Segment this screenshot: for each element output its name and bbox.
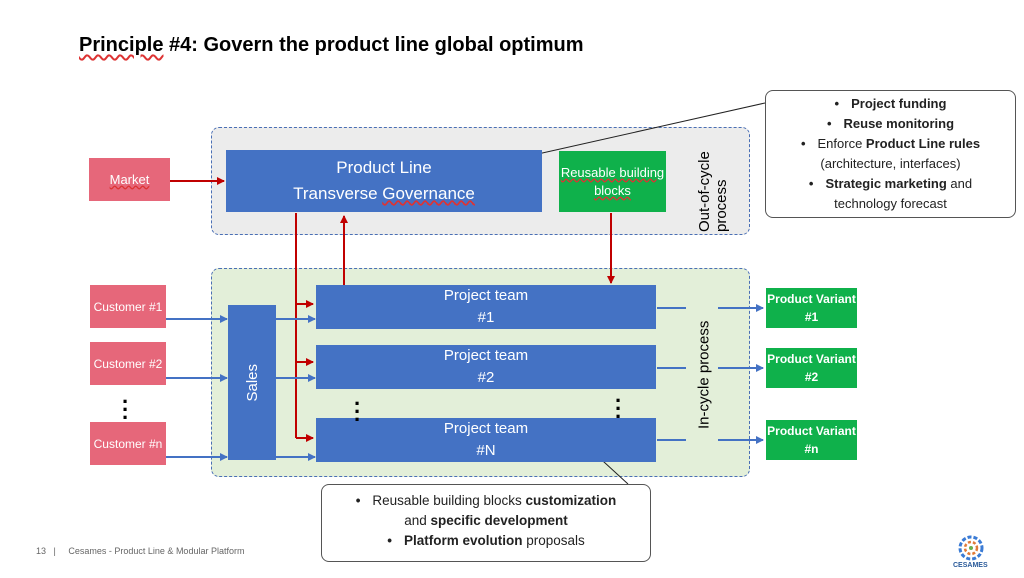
customer-1-box: Customer #1	[90, 285, 166, 328]
product-variant-2-box: Product Variant #2	[766, 348, 857, 388]
team-ellipsis-left: ...	[354, 385, 361, 426]
callout-governance-roles: Project funding Reuse monitoring Enforce…	[765, 90, 1016, 218]
customer-n-box: Customer #n	[90, 422, 166, 465]
slide-footer: 13 | Cesames - Product Line & Modular Pl…	[36, 546, 245, 556]
governance-box: Product Line Transverse Governance	[226, 150, 542, 212]
title-rest: #4: Govern the product line global optim…	[163, 34, 584, 56]
logo-text: CESAMES	[953, 562, 988, 569]
governance-line2b: Governance	[382, 184, 475, 203]
page-number: 13	[36, 546, 47, 556]
callout-project-team-roles: Reusable building blocks customization a…	[321, 484, 651, 562]
product-variant-n-box: Product Variant #n	[766, 420, 857, 460]
market-box: Market	[89, 158, 170, 201]
callout-top-pointer	[519, 102, 766, 161]
cesames-logo-icon	[958, 535, 984, 561]
title-prefix: Principle	[79, 34, 164, 56]
governance-line1: Product Line	[336, 158, 432, 177]
governance-line2a: Transverse	[293, 184, 383, 203]
out-of-cycle-label: Out-of-cycle process	[696, 151, 730, 232]
customer-ellipsis: ...	[122, 383, 129, 424]
sales-box: Sales	[228, 305, 276, 460]
page-title: Principle #4: Govern the product line gl…	[79, 34, 584, 57]
project-team-1-box: Project team #1	[316, 285, 656, 329]
in-cycle-label: In-cycle process	[695, 320, 713, 430]
project-team-2-box: Project team #2	[316, 345, 656, 389]
project-team-n-box: Project team #N	[316, 418, 656, 462]
customer-2-box: Customer #2	[90, 342, 166, 385]
team-ellipsis-right: ...	[615, 382, 622, 423]
reusable-blocks-box: Reusable building blocks	[559, 151, 666, 212]
product-variant-1-box: Product Variant #1	[766, 288, 857, 328]
footer-text: Cesames - Product Line & Modular Platfor…	[68, 546, 245, 556]
